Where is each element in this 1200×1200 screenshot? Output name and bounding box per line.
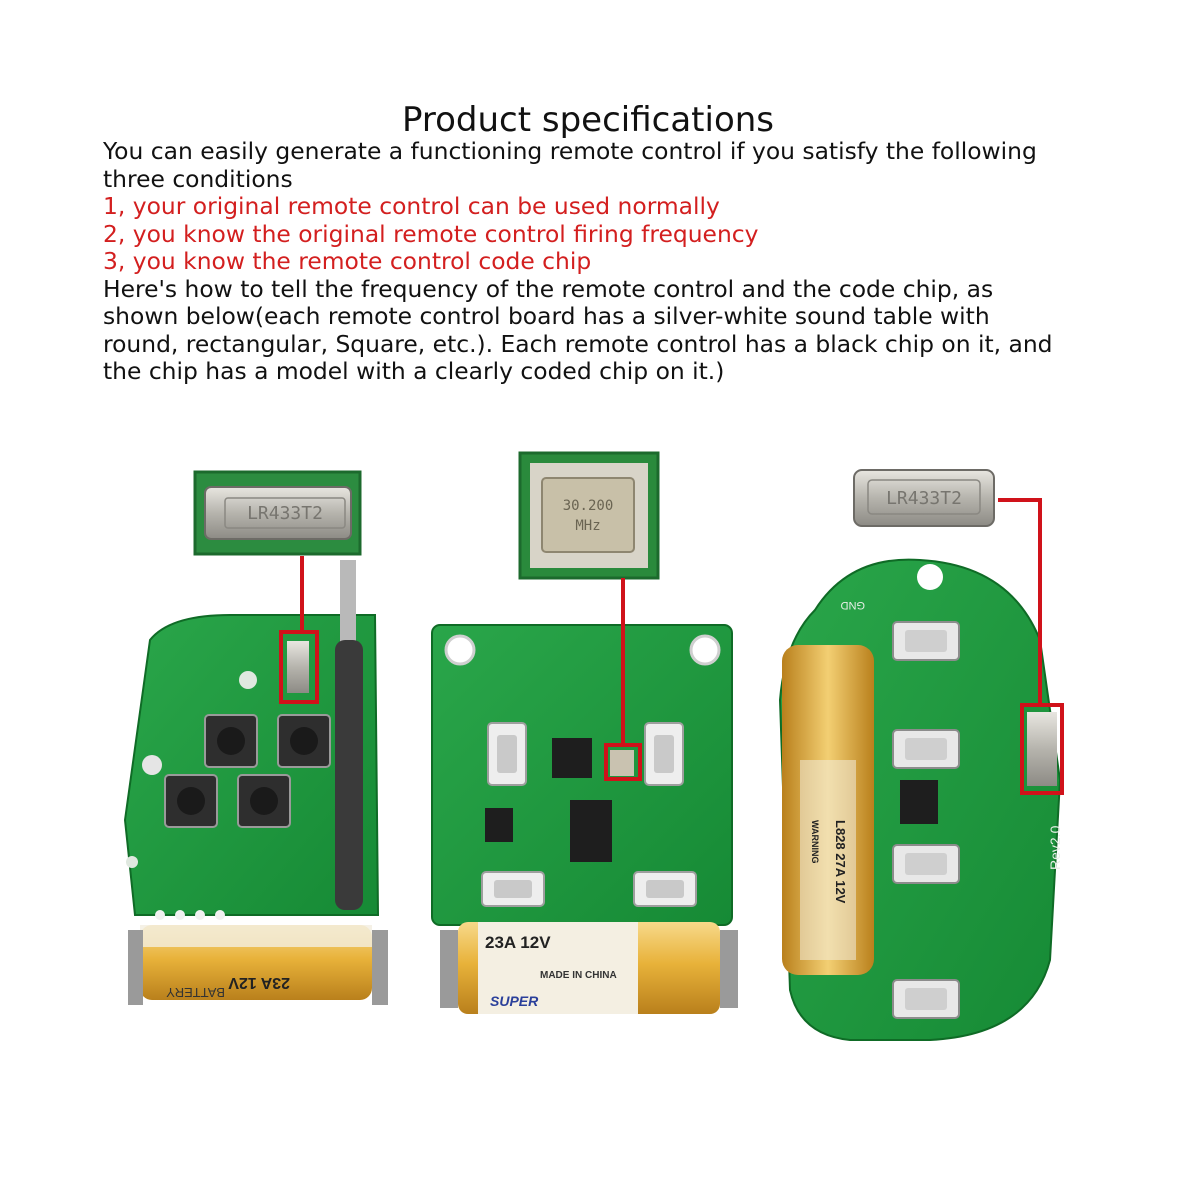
description-text: You can easily generate a functioning re… [103, 137, 1083, 386]
right-silk-rev: Rev2.0 [1047, 825, 1063, 870]
left-resonator-inset: LR433T2 [193, 470, 362, 556]
middle-crystal-line-1: 30.200 [563, 498, 614, 514]
middle-crystal-line-2: MHz [575, 518, 600, 534]
left-highlight-box [279, 630, 319, 704]
middle-battery-label-1: 23A 12V [485, 933, 551, 952]
condition-3: 3, you know the remote control code chip [103, 247, 592, 275]
explanation-line-3: round, rectangular, Square, etc.). Each … [103, 329, 1053, 358]
intro-line-2: three conditions [103, 164, 293, 193]
middle-battery-label-2: MADE IN CHINA [540, 970, 617, 981]
right-resonator-inset: LR433T2 [850, 467, 998, 529]
middle-battery-label-3: SUPER [490, 993, 539, 1009]
left-battery-label-2: BATTERY [166, 985, 225, 1000]
right-silk-gnd: GND [841, 599, 866, 611]
condition-2: 2, you know the original remote control … [103, 219, 759, 248]
page-title: Product specifications [401, 100, 775, 140]
right-resonator-label: LR433T2 [886, 488, 962, 509]
explanation-line-4: the chip has a model with a clearly code… [103, 357, 725, 385]
condition-1: 1, your original remote control can be u… [103, 192, 720, 220]
left-remote-board: 23A 12V BATTERY [123, 560, 388, 1005]
explanation-line-1: Here's how to tell the frequency of the … [103, 274, 994, 303]
left-resonator-label: LR433T2 [247, 503, 323, 524]
right-battery-label-1: L828 27A 12V [833, 820, 848, 904]
left-battery-label-1: 23A 12V [228, 974, 290, 991]
explanation-line-2: shown below(each remote control board ha… [103, 302, 990, 330]
intro-line-1: You can easily generate a functioning re… [103, 137, 1037, 165]
middle-crystal-inset: 30.200 MHz [518, 451, 660, 580]
middle-remote-board: 23A 12V MADE IN CHINA SUPER [431, 624, 738, 1014]
right-remote-board: L828 27A 12V WARNING GND Rev2.0 [778, 558, 1063, 1041]
right-highlight-box [1020, 703, 1064, 795]
middle-highlight-box [604, 743, 642, 781]
right-battery-warning: WARNING [810, 820, 820, 864]
